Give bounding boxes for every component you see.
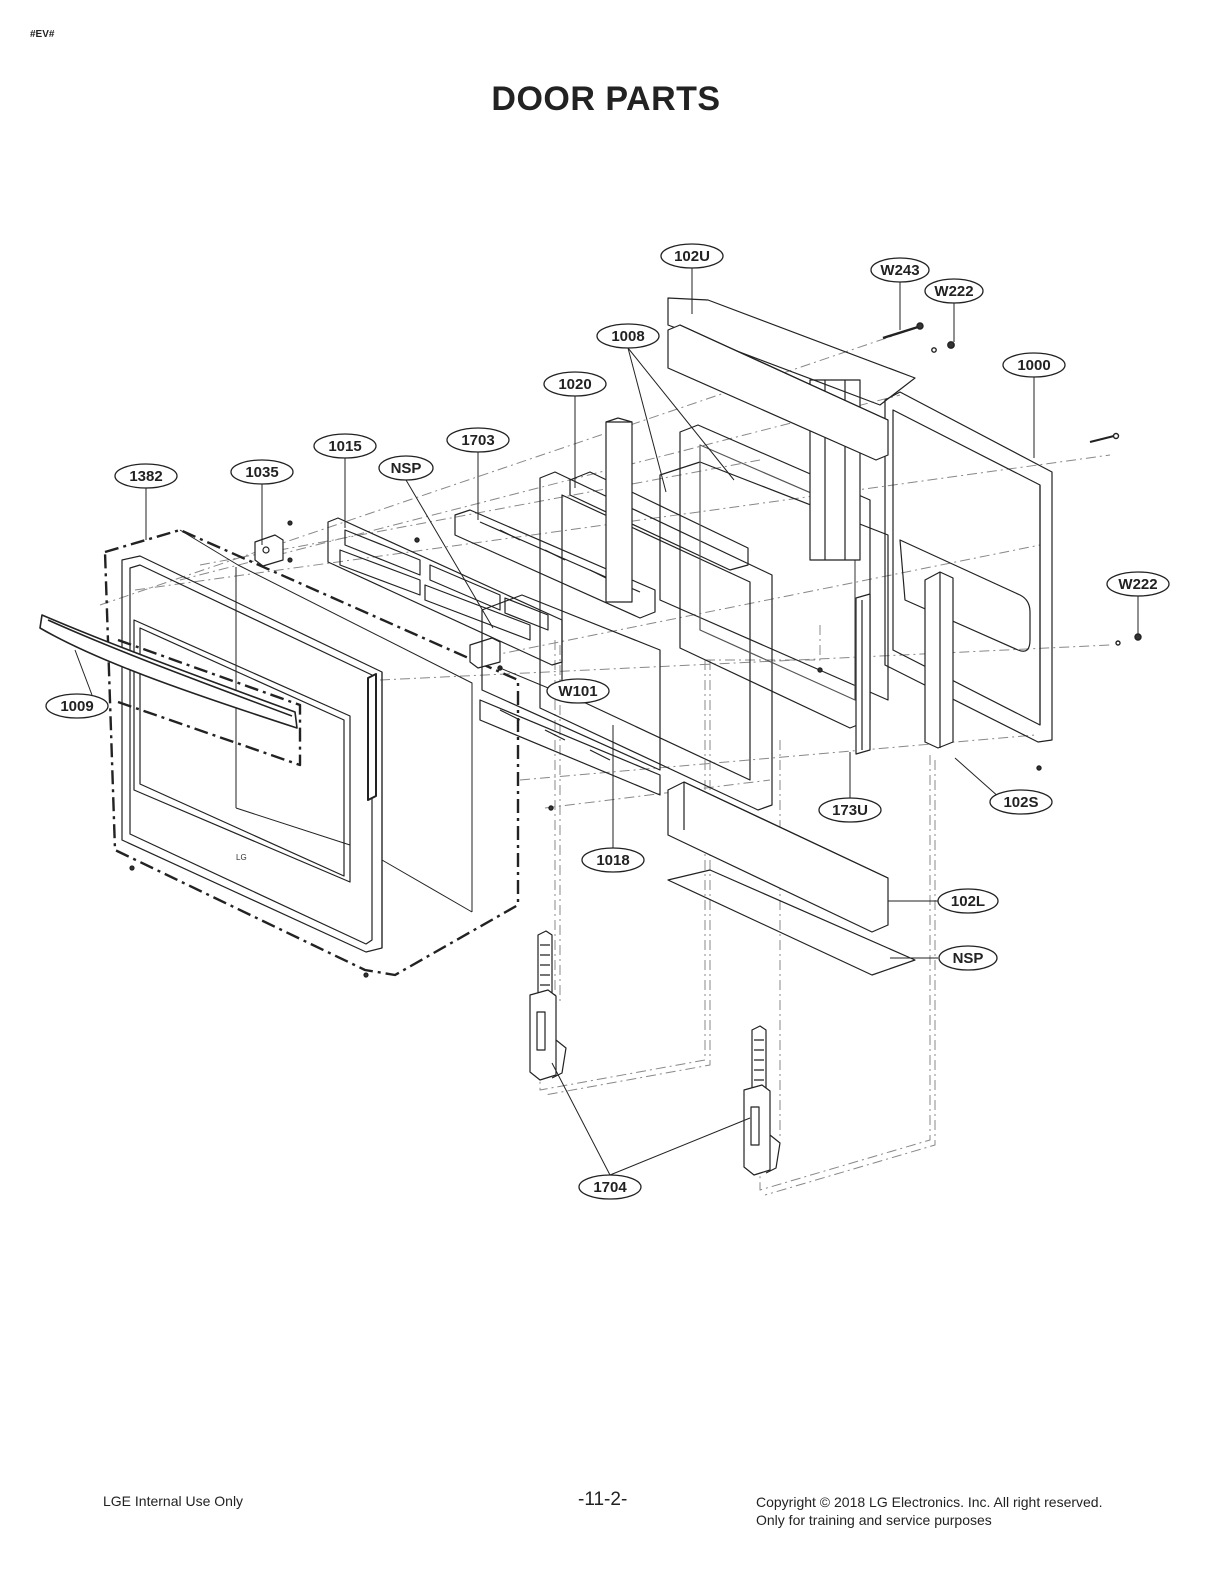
svg-text:LG: LG	[236, 853, 247, 862]
inner-glass-1018	[481, 594, 661, 771]
document-code: #EV#	[30, 29, 55, 40]
side-spacer-102S	[924, 571, 954, 749]
callout-102S: 102S	[1003, 794, 1038, 811]
callout-1703: 1703	[461, 432, 494, 449]
seal-173U	[855, 593, 871, 755]
callout-1382: 1382	[129, 468, 162, 485]
callout-1704: 1704	[593, 1179, 627, 1196]
page-number: -11-2-	[578, 1489, 628, 1510]
nsp-sheet-lower	[667, 869, 916, 976]
inner-bracket-1015	[327, 517, 563, 669]
door-handle	[39, 614, 298, 729]
callout-W222-upper: W222	[934, 283, 973, 300]
callout-ellipses	[45, 243, 1170, 1200]
callout-1000: 1000	[1017, 357, 1050, 374]
callout-173U: 173U	[832, 802, 868, 819]
copyright-line-1: Copyright © 2018 LG Electronics. Inc. Al…	[756, 1494, 1103, 1510]
leader-lines	[74, 268, 1139, 1176]
assembly-guide-lines	[99, 329, 1111, 1196]
callout-NSP-upper: NSP	[391, 460, 422, 477]
back-frame-1000	[884, 391, 1053, 743]
hinge-right-1704	[743, 1025, 781, 1176]
callout-1015: 1015	[328, 438, 361, 455]
upper-insulation-102U	[667, 297, 916, 461]
screws	[414, 322, 1142, 811]
callout-102L: 102L	[951, 893, 985, 910]
inner-frame-1020	[539, 417, 773, 811]
callout-1009: 1009	[60, 698, 93, 715]
hinge-bracket	[129, 520, 369, 978]
footer-copyright: Copyright © 2018 LG Electronics. Inc. Al…	[756, 1493, 1102, 1529]
door-assembly-boundary	[103, 528, 520, 977]
lower-insulation-102L	[667, 781, 889, 933]
callout-1008: 1008	[611, 328, 644, 345]
callout-1035: 1035	[245, 464, 278, 481]
copyright-line-2: Only for training and service purposes	[756, 1512, 992, 1528]
callout-1018: 1018	[596, 852, 629, 869]
callout-102U: 102U	[674, 248, 710, 265]
page-title: DOOR PARTS	[491, 80, 721, 118]
callout-W101: W101	[558, 683, 597, 700]
hinge-left-1704	[529, 930, 567, 1081]
callout-W243: W243	[880, 262, 919, 279]
footer-internal-note: LGE Internal Use Only	[103, 1493, 244, 1509]
callout-1020: 1020	[558, 376, 591, 393]
callout-NSP-lower: NSP	[953, 950, 984, 967]
callout-W222-lower: W222	[1118, 576, 1157, 593]
front-door-panel: LG	[121, 529, 473, 953]
